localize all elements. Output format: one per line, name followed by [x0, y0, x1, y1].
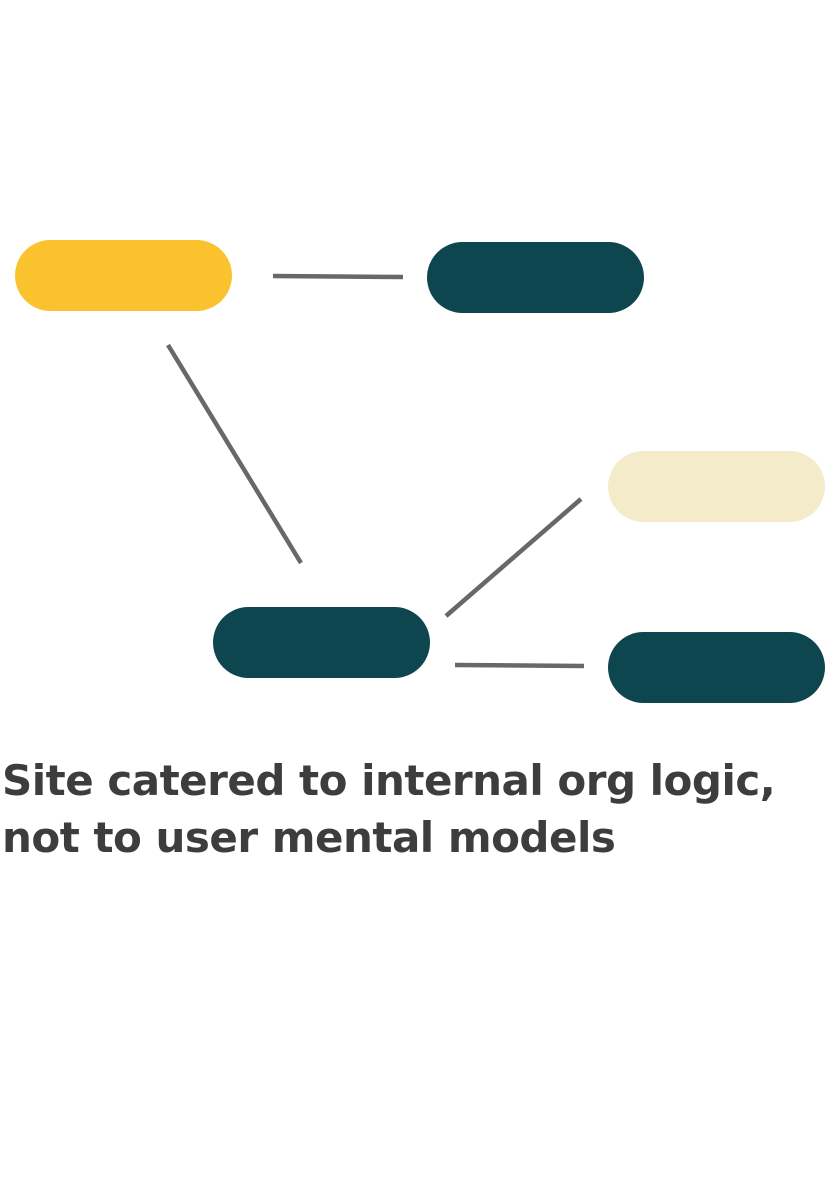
node-top-right [427, 242, 644, 313]
diagram-caption: Site catered to internal org logic, not … [2, 752, 832, 866]
node-right-upper [608, 451, 825, 522]
connector-root-to-top-right [272, 273, 404, 280]
org-structure-diagram [15, 240, 825, 703]
caption-line-2: not to user mental models [2, 813, 616, 862]
caption-line-1: Site catered to internal org logic, [2, 756, 776, 805]
connector-root-to-middle [166, 343, 303, 565]
node-right-lower [608, 632, 825, 703]
node-middle [213, 607, 430, 678]
connector-middle-to-right-upper [444, 497, 583, 618]
node-root [15, 240, 232, 311]
connector-middle-to-right-lower [454, 662, 585, 669]
